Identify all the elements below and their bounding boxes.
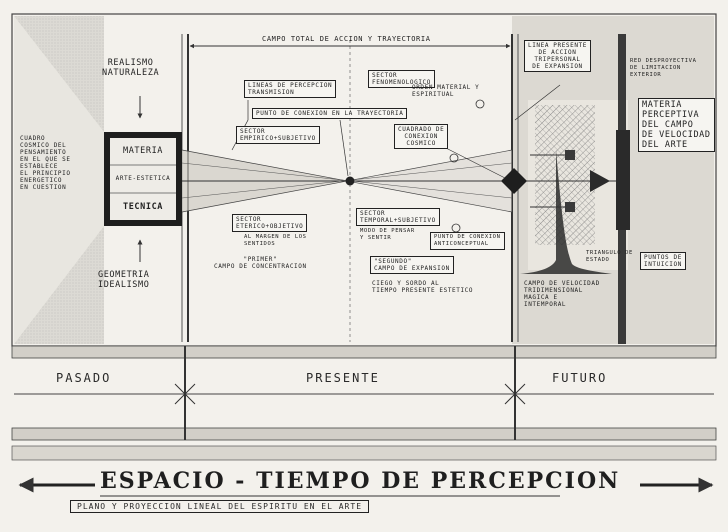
label-cuadro: CUADRO COSMICO DEL PENSAMIENTO EN EL QUE… [20,135,71,191]
circle-mark-2 [449,153,459,163]
time-label-presente: PRESENTE [306,371,380,385]
label-puntos-intuicion: PUNTOS DE INTUICION [640,252,686,270]
label-segundo-campo: "SEGUNDO" CAMPO DE EXPANSION [370,256,454,274]
label-punto-conexion-anti: PUNTO DE CONEXION ANTICONCEPTUAL [430,232,505,250]
label-tecnica: TECNICA [122,202,164,212]
label-materia: MATERIA [122,146,164,156]
marker-block-1 [565,150,575,160]
label-campo-velocidad: CAMPO DE VELOCIDAD TRIDIMENSIONAL MAGICA… [524,280,600,308]
state-triangle [590,170,610,192]
label-cuadrado-conexion: CUADRADO DE CONEXION COSMICO [394,124,449,149]
connection-point [345,176,355,186]
label-linea-presente: LINEA PRESENTE DE ACCION TRIPERSONAL DE … [524,40,591,72]
cross-marker-right [504,383,526,405]
leader-punto [339,119,349,177]
lower-band [11,427,717,441]
label-geometria: GEOMETRIA IDEALISMO [98,270,150,290]
label-modo-pensar: MODO DE PENSAR Y SENTIR [360,228,415,241]
marker-block-2 [565,202,575,212]
time-label-futuro: FUTURO [552,371,608,385]
central-box [110,138,176,220]
label-al-margen: AL MARGEN DE LOS SENTIDOS [244,234,307,247]
label-sector-empirico: SECTOR EMPIRICO+SUBJETIVO [236,126,320,144]
cross-marker-left [174,383,196,405]
leader-linea-presente [514,84,561,121]
label-lineas-percepcion: LINEAS DE PERCEPCION TRANSMISION [244,80,337,98]
label-campo-total: CAMPO TOTAL DE ACCION Y TRAYECTORIA [262,35,431,43]
subtitle: PLANO Y PROYECCION LINEAL DEL ESPIRITU E… [70,500,370,513]
velocity-funnel [520,150,612,274]
main-title: ESPACIO - TIEMPO DE PERCEPCION [100,468,621,494]
connection-diamond [501,168,527,194]
title-band [11,445,717,461]
label-sector-temporal: SECTOR TEMPORAL+SUBJETIVO [356,208,440,226]
circle-mark-1 [475,99,485,109]
leader-cuadrado [439,144,506,179]
circle-mark-3 [451,223,461,233]
label-red-proyectiva: RED DESPROYECTIVA DE LIMITACION EXTERIOR [630,58,697,78]
label-primer-campo: "PRIMER" CAMPO DE CONCENTRACION [214,256,307,270]
left-shade-mid [14,16,104,344]
label-materia-perceptiva: MATERIA PERCEPTIVA DEL CAMPO DE VELOCIDA… [638,98,715,152]
cross-hatch-grid-2 [535,105,595,245]
upper-band [11,345,717,359]
label-arte-estetica: ARTE-ESTETICA [115,175,171,182]
label-punto-conexion: PUNTO DE CONEXION EN LA TRAYECTORIA [252,108,408,119]
label-orden-material: ORDEN MATERIAL Y ESPIRITUAL [412,84,480,98]
label-realismo: REALISMO NATURALEZA [102,58,160,78]
label-ciego-sordo: CIEGO Y SORDO AL TIEMPO PRESENTE ESTETIC… [372,280,474,294]
time-label-pasado: PASADO [56,371,112,385]
label-sector-fenomenologico: SECTOR FENOMENOLOGICO [368,70,435,88]
label-triangulo: TRIANGULO DE ESTADO [586,250,633,263]
perceptive-pillar [616,130,630,230]
label-sector-eterico: SECTOR ETERICO+OBJETIVO [232,214,308,232]
